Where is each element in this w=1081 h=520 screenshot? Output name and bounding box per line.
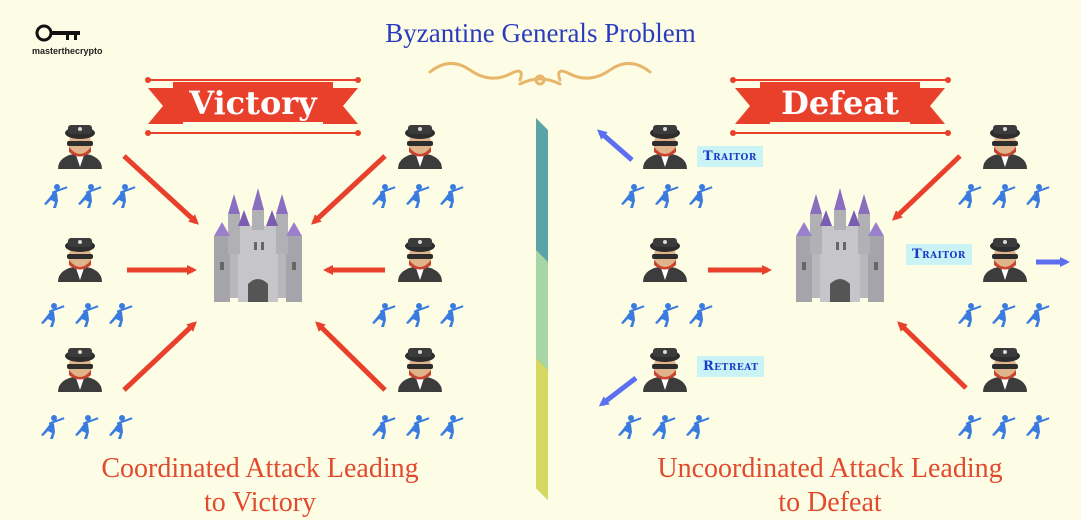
left-castle <box>214 188 302 302</box>
right-flee-arrows <box>596 129 1070 407</box>
defeat-banner <box>730 77 951 136</box>
victory-banner <box>145 77 361 136</box>
logo-text: masterthecrypto <box>32 46 103 56</box>
retreat-tag: Retreat <box>697 356 765 377</box>
right-castle <box>796 188 884 302</box>
victory-banner-label: Victory <box>189 84 317 122</box>
left-caption: Coordinated Attack Leading to Victory <box>40 452 480 520</box>
left-attack-arrows <box>122 154 387 392</box>
title-ornament <box>428 62 652 86</box>
right-caption-line2: to Defeat <box>778 487 882 518</box>
right-caption-line1: Uncoordinated Attack Leading <box>657 453 1003 484</box>
defeat-banner-label: Defeat <box>781 84 899 122</box>
left-caption-line1: Coordinated Attack Leading <box>101 453 419 484</box>
traitor-tag-2: Traitor <box>906 244 972 265</box>
page-title: Byzantine Generals Problem <box>385 18 696 48</box>
traitor-tag-1: Traitor <box>697 146 763 167</box>
right-squads <box>618 184 1049 439</box>
right-attack-arrows <box>708 154 968 390</box>
right-caption: Uncoordinated Attack Leading to Defeat <box>600 452 1060 520</box>
left-caption-line2: to Victory <box>203 487 317 518</box>
logo-key-icon <box>35 24 80 42</box>
